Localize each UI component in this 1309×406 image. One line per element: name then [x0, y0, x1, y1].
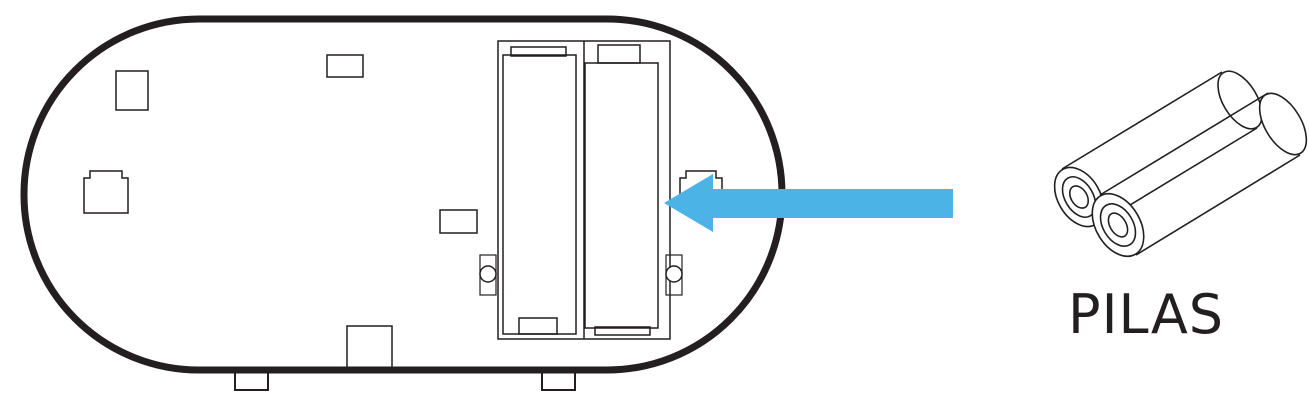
battery-slot-right — [584, 62, 659, 329]
component-top-center — [326, 54, 364, 78]
clip-left — [83, 170, 129, 214]
bottom-connector — [346, 325, 393, 369]
device-foot-right — [541, 371, 576, 391]
clip-right — [679, 170, 723, 210]
batteries-label: PILAS — [1068, 283, 1225, 346]
insert-arrow — [664, 174, 953, 232]
battery-compartment — [479, 40, 683, 340]
component-top-left — [115, 70, 149, 111]
component-middle — [439, 209, 478, 234]
aa-batteries-icon — [1053, 70, 1308, 258]
device-foot-left — [234, 371, 269, 391]
battery-slot-left — [502, 54, 577, 335]
